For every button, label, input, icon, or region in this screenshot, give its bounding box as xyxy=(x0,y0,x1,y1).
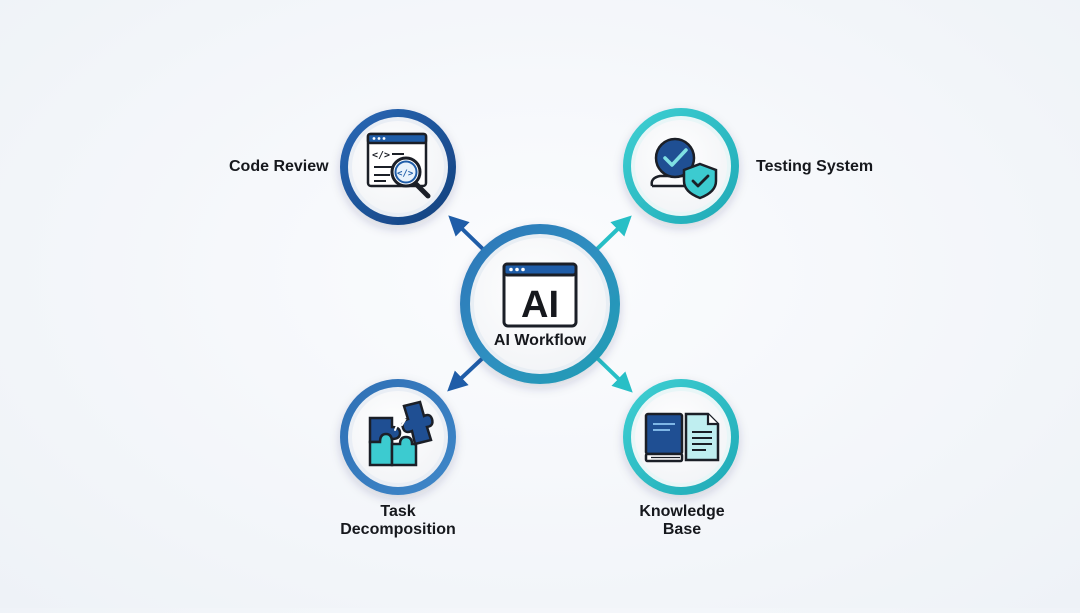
node-task-decomposition xyxy=(340,379,456,495)
label-knowledge-base-line-1: Knowledge xyxy=(639,503,725,520)
label-knowledge-base-line-2: Base xyxy=(662,521,702,538)
ai-window-icon: AI xyxy=(502,262,578,328)
label-task-decomposition-line-2: Decomposition xyxy=(340,521,456,538)
puzzle-pieces-icon xyxy=(368,400,434,467)
svg-text:</>: </> xyxy=(372,150,390,161)
code-review-magnifier-icon: </> </> xyxy=(366,132,431,199)
hub-ai-workflow: AI xyxy=(460,224,620,384)
node-testing-system xyxy=(623,108,739,224)
label-task-decomposition: Task Decomposition xyxy=(338,503,458,539)
ai-icon-text: AI xyxy=(521,284,559,326)
svg-text:</>: </> xyxy=(397,169,414,179)
arrow-to-knowledge-base xyxy=(594,355,633,393)
check-shield-icon xyxy=(650,137,718,200)
label-code-review: Code Review xyxy=(229,158,329,175)
arrow-to-code-review xyxy=(448,215,488,254)
label-knowledge-base: Knowledge Base xyxy=(622,503,742,539)
hub-title: AI Workflow xyxy=(493,332,587,349)
node-knowledge-base xyxy=(623,379,739,495)
label-task-decomposition-line-1: Task xyxy=(380,503,416,520)
book-and-document-icon xyxy=(644,412,720,463)
arrow-to-task-decomposition xyxy=(447,353,488,392)
arrow-to-testing-system xyxy=(594,215,632,252)
label-testing-system: Testing System xyxy=(756,158,874,175)
node-code-review: </> </> xyxy=(340,109,456,225)
